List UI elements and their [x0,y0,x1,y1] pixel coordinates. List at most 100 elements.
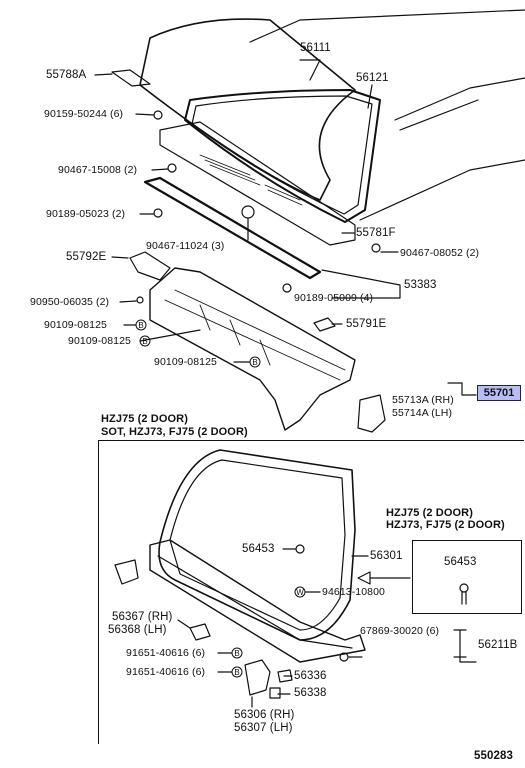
callout-mark-text: B [234,668,239,677]
label-90950-06035[interactable]: 90950-06035 (2) [30,296,110,308]
callout-mark [294,586,306,598]
body-outline [399,99,479,131]
label-55714A[interactable]: 55714A (LH) [392,407,453,419]
inset-title-1: HZJ75 (2 DOOR) [386,507,473,519]
leader [299,59,321,81]
windshield-glass [139,18,356,201]
label-55791E[interactable]: 55791E [346,318,387,330]
seal-strip [143,176,322,280]
leader [151,168,169,171]
label-90467-08052[interactable]: 90467-08052 (2) [400,247,480,259]
part-56367 [189,623,211,641]
label-94613-10800[interactable]: 94613-10800 [322,586,385,598]
callout-mark [135,319,147,331]
bracket-55792E [129,251,171,281]
cowl-vents [199,154,303,206]
label-56211B[interactable]: 56211B [478,639,518,651]
part-56338 [269,687,281,699]
fastener [167,163,177,173]
leader [94,73,113,76]
clip [114,559,139,585]
lower-panel-56211B [149,539,366,663]
fastener [153,110,163,120]
label-56367[interactable]: 56367 (RH) [112,611,173,623]
label-90109-08125-b[interactable]: 90109-08125 [68,335,131,347]
leader [111,256,129,259]
label-90467-11024[interactable]: 90467-11024 (3) [146,240,225,252]
fastener [461,591,467,605]
callout-mark [139,335,151,347]
leader [135,113,155,116]
label-56111[interactable]: 56111 [300,42,331,54]
fastener [282,283,292,293]
callout-mark [249,356,261,368]
label-91651-40616-b[interactable]: 91651-40616 (6) [126,666,206,678]
leader [453,629,477,663]
label-67869-30020[interactable]: 67869-30020 (6) [360,625,440,637]
weatherstrip [184,89,381,223]
diagram-id: 550283 [474,750,513,762]
body-outline [394,77,525,121]
label-56336[interactable]: 56336 [294,670,327,682]
label-90189-05009[interactable]: 90189-05009 (4) [294,292,374,304]
label-56453-b[interactable]: 56453 [444,556,477,568]
inset-frame [412,540,522,614]
label-90109-08125-a[interactable]: 90109-08125 [44,319,107,331]
label-56338[interactable]: 56338 [294,687,327,699]
label-55792E[interactable]: 55792E [66,251,107,263]
weatherstrip [191,95,373,215]
label-90159-50244[interactable]: 90159-50244 (6) [44,108,124,120]
leader [447,382,477,396]
fastener [136,296,144,304]
fastener [371,243,381,253]
side-panel-55713A [357,394,386,433]
label-56307[interactable]: 56307 (LH) [234,722,293,734]
label-55713A[interactable]: 55713A (RH) [392,394,454,406]
lower-section-title-1: HZJ75 (2 DOOR) [101,413,188,425]
cowl-structure [149,267,356,431]
label-56368[interactable]: 56368 (LH) [108,624,167,636]
label-56306[interactable]: 56306 (RH) [234,709,295,721]
callout-mark-text: W [296,588,304,597]
inset-title-2: HZJ73, FJ75 (2 DOOR) [386,519,505,531]
lower-section-title-2: SOT, HZJ73, FJ75 (2 DOOR) [101,426,248,438]
callout-mark [231,647,243,659]
hinge-56306 [244,659,271,696]
part-55791E [313,317,336,332]
fastener [339,652,349,662]
label-91651-40616-a[interactable]: 91651-40616 (6) [126,647,206,659]
fastener [241,205,255,219]
label-56301[interactable]: 56301 [370,550,403,562]
lower-panel-56211B [157,555,353,649]
lower-windshield [158,449,356,641]
cowl-panel [159,121,356,246]
callout-mark-text: B [138,321,143,330]
fastener [153,208,163,218]
leader [367,84,373,109]
leader [119,300,137,303]
leader [177,619,191,629]
label-90467-15008[interactable]: 90467-15008 (2) [58,164,138,176]
label-90109-08125-c[interactable]: 90109-08125 [154,356,217,368]
label-53383[interactable]: 53383 [404,279,437,291]
inset-arrow [357,571,411,585]
callout-mark-text: B [234,649,239,658]
callout-mark-text: B [252,358,257,367]
clip-55788A [111,69,151,87]
body-outline [359,159,525,221]
leader [321,269,401,299]
label-56121[interactable]: 56121 [356,72,389,84]
body-outline [249,9,525,43]
fastener [459,583,469,593]
label-90189-05023[interactable]: 90189-05023 (2) [46,208,126,220]
lower-section-frame [98,440,524,744]
label-55788A[interactable]: 55788A [46,69,87,81]
callout-mark [231,666,243,678]
label-56453-a[interactable]: 56453 [242,543,275,555]
part-56336 [277,669,293,683]
highlight-part-55701[interactable]: 55701 [477,385,521,401]
callout-mark-text: B [142,337,147,346]
lower-windshield [169,459,346,631]
label-55781F[interactable]: 55781F [356,227,396,239]
